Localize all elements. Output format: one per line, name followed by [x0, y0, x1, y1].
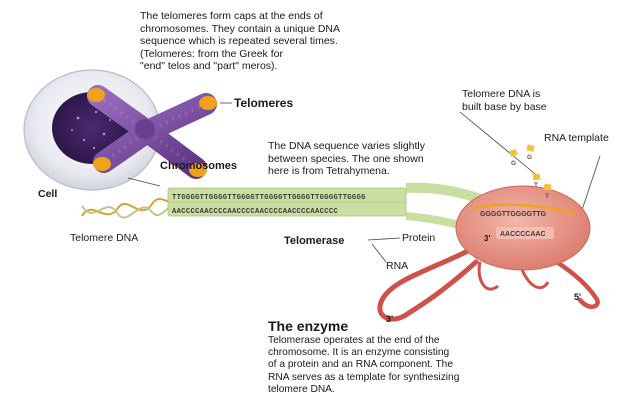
intro-line: chromosomes. They contain a unique DNA — [140, 22, 340, 35]
rna-template-label: RNA template — [544, 132, 609, 144]
built-line: Telomere DNA is — [462, 88, 541, 100]
nucleotide-label: G — [527, 154, 532, 161]
enzyme-3prime-label: 3' — [484, 234, 491, 243]
telomere-cap — [93, 157, 111, 171]
enzyme-line: of a protein and an RNA component. The — [268, 359, 454, 371]
dna-top-strand: TTGGGGTTGGGGTTGGGGTTGGGGTTGGGGTTGGGGTTGG… — [172, 194, 366, 202]
nucleotide-label: G — [511, 160, 516, 167]
telomere-cap — [87, 88, 105, 102]
intro-line: sequence which is repeated several times… — [140, 35, 338, 47]
cell-label: Cell — [38, 188, 58, 200]
variation-line: here is from Tetrahymena. — [268, 165, 390, 177]
dna-band: TTGGGGTTGGGGTTGGGGTTGGGGTTGGGGTTGGGGTTGG… — [167, 182, 502, 232]
free-nucleotides: G G T T — [509, 144, 552, 200]
chromosomes-label: Chromosomes — [160, 160, 238, 172]
enzyme-line: Telomerase operates at the end of the — [268, 335, 440, 346]
nucleotide-label: T — [534, 182, 538, 189]
telomerase-label: Telomerase — [284, 235, 345, 247]
variation-line: between species. The one shown — [268, 152, 424, 165]
enzyme-line: telomere DNA. — [268, 383, 335, 395]
protein-label: Protein — [402, 232, 436, 244]
built-base-note: Telomere DNA is built base by base — [462, 88, 547, 113]
variation-line: The DNA sequence varies slightly — [268, 140, 425, 152]
telomerase-enzyme: GGGGTTGGGGTTG AACCCCAAC — [455, 185, 591, 271]
telomeres-label: Telomeres — [234, 96, 294, 110]
intro-line: "end" telos and "part" meros). — [140, 60, 278, 72]
enzyme-line: chromosome. It is an enzyme consisting — [268, 347, 450, 359]
intro-line: (Telomeres: from the Greek for — [140, 47, 283, 60]
enzyme-rna-template-sequence: AACCCCAAC — [500, 231, 546, 238]
enzyme-description: The enzyme Telomerase operates at the en… — [268, 318, 459, 396]
dna-bottom-strand: AACCCCAACCCCAACCCCAACCCCAACCCCAACCCC — [172, 208, 338, 216]
telomere-cap — [199, 96, 217, 110]
intro-line: The telomeres form caps at the ends of — [140, 10, 323, 22]
rna-3prime-end-label: 3' — [386, 314, 394, 324]
telomere-dna-label: Telomere DNA — [70, 232, 139, 244]
telomere-cap — [189, 163, 207, 177]
rna-label: RNA — [386, 260, 409, 272]
enzyme-title: The enzyme — [268, 318, 349, 334]
dna-helix — [81, 198, 173, 219]
nucleotide-label: T — [545, 193, 549, 200]
enzyme-dna-sequence: GGGGTTGGGGTTG — [480, 211, 547, 218]
enzyme-line: RNA serves as a template for synthesizin… — [268, 371, 460, 383]
intro-paragraph: The telomeres form caps at the ends of c… — [140, 10, 340, 73]
species-variation-note: The DNA sequence varies slightly between… — [268, 140, 425, 178]
rna-5prime-end-label: 5' — [574, 292, 582, 302]
chromosome-illustration — [87, 85, 217, 179]
built-line: built base by base — [462, 100, 547, 113]
